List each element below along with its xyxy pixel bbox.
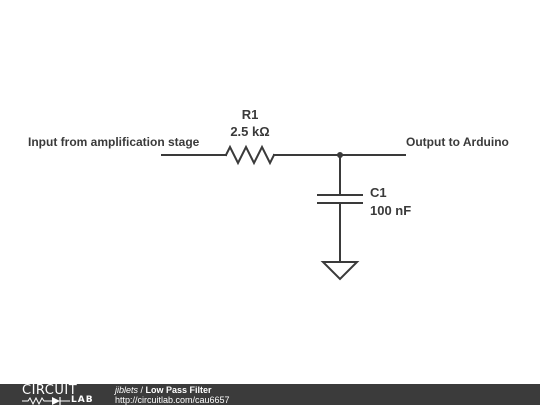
footer-author[interactable]: jiblets — [115, 385, 139, 395]
footer-title: Low Pass Filter — [145, 385, 212, 395]
circuit-schematic: Input from amplification stage Output to… — [28, 107, 509, 281]
footer-bar: CIRCUIT LAB jiblets / Low Pass Filter ht… — [0, 384, 540, 405]
r1-value-label: 2.5 kΩ — [230, 124, 269, 139]
circuitlab-logo-text: CIRCUIT — [22, 383, 78, 398]
footer-author-title: jiblets / Low Pass Filter — [115, 385, 212, 395]
circuitlab-logo-icon — [22, 396, 70, 405]
r1-ref-label: R1 — [242, 107, 259, 122]
footer-separator: / — [138, 385, 146, 395]
circuitlab-logo-lab: LAB — [71, 395, 94, 405]
c1-value-label: 100 nF — [370, 203, 411, 218]
input-net-label: Input from amplification stage — [28, 135, 200, 149]
ground-symbol — [320, 261, 360, 281]
footer-url-link[interactable]: http://circuitlab.com/cau6657 — [115, 395, 230, 405]
resistor-r1 — [224, 144, 276, 166]
c1-ref-label: C1 — [370, 185, 387, 200]
output-net-label: Output to Arduino — [406, 135, 509, 149]
